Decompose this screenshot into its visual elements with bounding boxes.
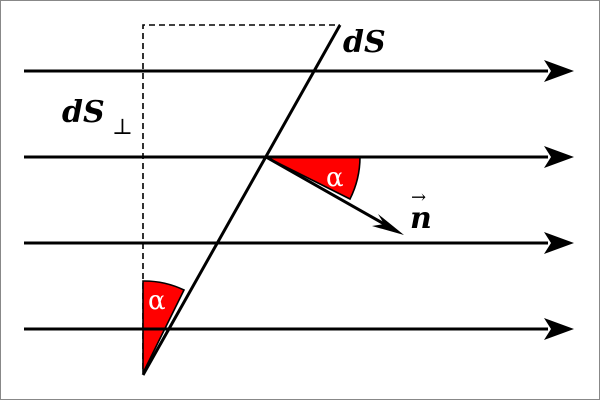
angle-wedge-projection <box>142 280 186 374</box>
label-perp-symbol: ⊥ <box>112 115 133 140</box>
normal-vector-arrowhead <box>372 214 404 235</box>
label-area: dS <box>343 25 386 60</box>
normal-vector <box>265 155 387 227</box>
label-normal-arrow: → <box>411 187 426 208</box>
label-normal: n <box>410 201 432 236</box>
field-line-arrowhead <box>544 146 574 168</box>
label-angle-normal: α <box>326 163 344 193</box>
label-angle-projection: α <box>148 286 166 316</box>
field-line-arrowhead <box>544 318 574 340</box>
field-line-arrowhead <box>544 232 574 254</box>
surface-element-line <box>141 24 342 376</box>
projection-dashed-outline <box>142 24 340 369</box>
field-lines <box>24 60 574 340</box>
field-line-arrowhead <box>544 60 574 82</box>
label-area-projection: dS <box>62 95 105 130</box>
